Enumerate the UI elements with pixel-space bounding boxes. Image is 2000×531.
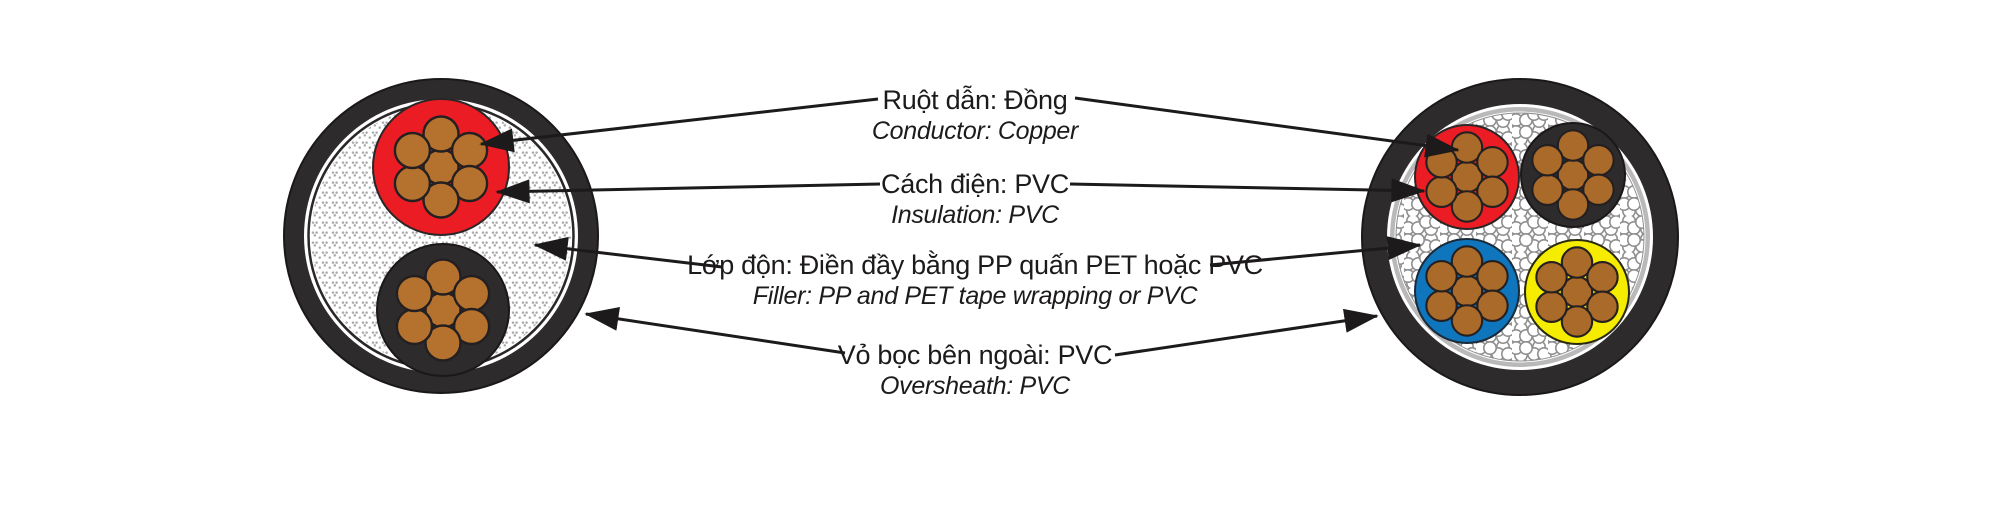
leader-oversheath-left <box>584 306 846 355</box>
leader-conductor-right <box>1074 96 1460 158</box>
label-conductor-vi: Ruột dẫn: Đồng <box>882 85 1068 115</box>
label-filler: Lớp độn: Điền đầy bằng PP quấn PET hoặc … <box>660 249 1290 311</box>
label-insulation: Cách điện: PVC Insulation: PVC <box>660 168 1290 230</box>
label-oversheath: Vỏ bọc bên ngoài: PVC Oversheath: PVC <box>660 339 1290 401</box>
left-cable-cross-section <box>283 78 599 394</box>
right-core-black <box>1520 122 1626 228</box>
label-oversheath-en: Oversheath: PVC <box>879 372 1071 400</box>
label-insulation-vi: Cách điện: PVC <box>881 169 1069 199</box>
label-oversheath-vi: Vỏ bọc bên ngoài: PVC <box>837 340 1113 370</box>
leader-filler-left <box>533 236 723 269</box>
right-core-blue <box>1414 238 1520 344</box>
label-insulation-en: Insulation: PVC <box>891 201 1059 229</box>
left-core-red <box>372 98 510 236</box>
leader-oversheath-right <box>1114 308 1379 357</box>
label-filler-vi: Lớp độn: Điền đầy bằng PP quấn PET hoặc … <box>687 250 1263 280</box>
right-cable-cross-section <box>1361 78 1679 396</box>
label-filler-en: Filler: PP and PET tape wrapping or PVC <box>752 282 1198 310</box>
right-core-red <box>1414 124 1520 230</box>
leader-insulation-right <box>1069 178 1426 203</box>
right-core-yellow <box>1524 239 1630 345</box>
leader-insulation-left <box>495 179 881 204</box>
left-core-black <box>376 243 510 377</box>
leader-conductor-left <box>479 97 879 153</box>
label-conductor-en: Conductor: Copper <box>871 117 1079 145</box>
leader-lines <box>479 96 1460 357</box>
leader-filler-right <box>1209 236 1422 267</box>
label-conductor: Ruột dẫn: Đồng Conductor: Copper <box>660 84 1290 146</box>
